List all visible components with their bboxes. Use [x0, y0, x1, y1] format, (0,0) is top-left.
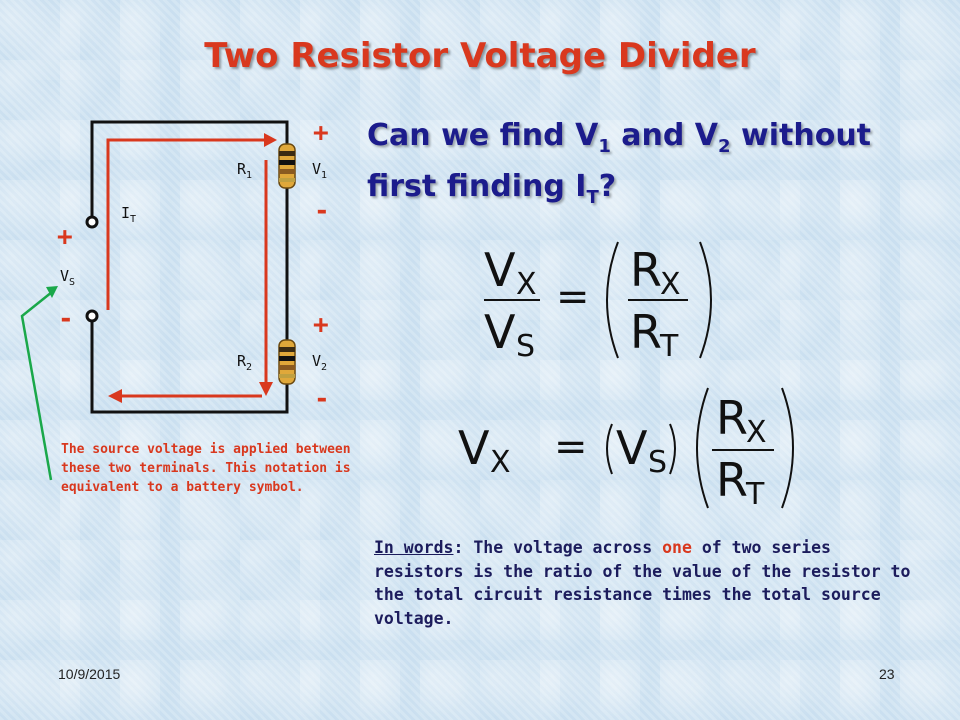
v1-plus-sign: + — [313, 118, 329, 148]
slide-title: Two Resistor Voltage Divider — [204, 36, 756, 76]
formula1-den-right: R — [630, 305, 662, 359]
terminal-note: The source voltage is applied between th… — [61, 442, 351, 495]
formula2-den: R — [716, 453, 748, 507]
formula1-den-left-sub: S — [516, 329, 535, 364]
v2-minus-sign: - — [314, 384, 330, 414]
words-heading: In words — [374, 538, 454, 557]
vs-plus-sign: + — [57, 222, 73, 252]
r1-label: R1 — [237, 160, 253, 181]
formula-product: V X = V S R X R T — [458, 387, 794, 512]
formula1-num-right: R — [630, 243, 662, 297]
formula2-equals: = — [554, 424, 588, 470]
formula2-num-sub: X — [746, 415, 767, 450]
formula2-vs: V — [616, 421, 648, 475]
v2-label: V2 — [312, 352, 328, 373]
v2-plus-sign: + — [313, 310, 329, 340]
formula-ratio: V X V S = R X R T — [484, 241, 712, 364]
formula1-num-left: V — [484, 243, 516, 297]
question-text: Can we find V1 and V2 without first find… — [367, 118, 872, 208]
formula1-equals: = — [556, 274, 590, 320]
v1-minus-sign: - — [314, 196, 330, 226]
footer-page-number: 23 — [879, 666, 895, 682]
footer-date: 10/9/2015 — [58, 666, 121, 682]
words-explanation: In words: The voltage across one of two … — [374, 538, 911, 628]
v1-label: V1 — [312, 160, 328, 181]
formula1-num-right-sub: X — [660, 267, 681, 302]
vs-minus-sign: - — [58, 304, 74, 334]
circuit-wires — [90, 120, 289, 414]
formula1-num-left-sub: X — [516, 267, 537, 302]
formula1-den-right-sub: T — [659, 329, 679, 364]
formula1-den-left: V — [484, 305, 516, 359]
formula2-den-sub: T — [745, 477, 765, 512]
words-emphasis: one — [662, 538, 692, 557]
formula2-left-sub: X — [490, 445, 511, 480]
resistor-r1 — [278, 143, 296, 189]
terminal-pointer-arrow — [20, 286, 58, 481]
it-label: IT — [121, 204, 137, 225]
r2-label: R2 — [237, 352, 253, 373]
vs-label: VS — [60, 267, 76, 288]
negative-terminal — [85, 309, 99, 323]
current-arrow — [106, 133, 277, 403]
formula2-vs-sub: S — [648, 445, 667, 480]
resistor-r2 — [278, 339, 296, 385]
positive-terminal — [85, 215, 99, 229]
formula2-left: V — [458, 421, 490, 475]
formula2-num: R — [716, 391, 748, 445]
